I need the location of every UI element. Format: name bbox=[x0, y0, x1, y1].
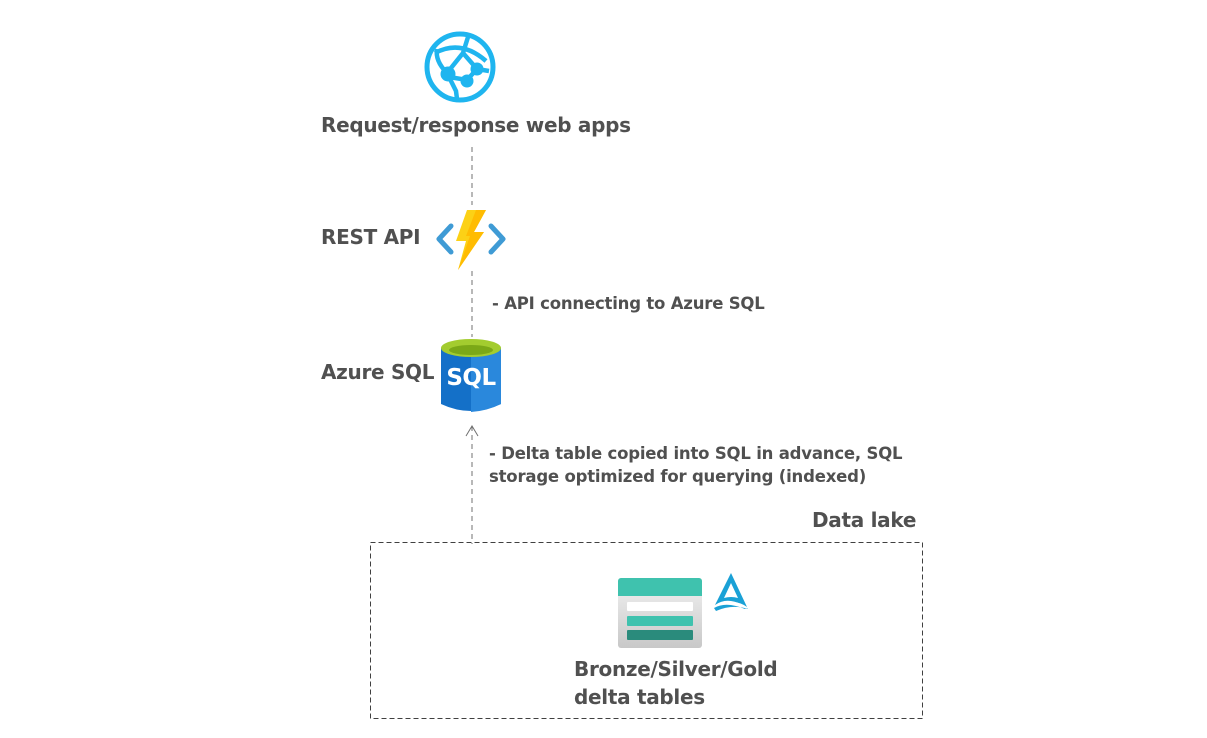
web-app-globe-icon bbox=[423, 31, 497, 103]
azure-functions-icon bbox=[436, 208, 506, 272]
edge-lake-to-sql-annotation-line1: - Delta table copied into SQL in advance… bbox=[489, 444, 903, 463]
azure-sql-label: Azure SQL bbox=[321, 360, 435, 384]
edge-api-to-sql-annotation: - API connecting to Azure SQL bbox=[492, 294, 765, 313]
edge-webapps-to-api bbox=[471, 147, 473, 205]
sql-database-icon: SQL bbox=[440, 338, 502, 414]
delta-tables-label-line2: delta tables bbox=[574, 685, 705, 709]
data-lake-group-label: Data lake bbox=[812, 508, 917, 532]
storage-table-icon bbox=[617, 577, 703, 649]
data-lake-group-box bbox=[370, 542, 923, 719]
edge-api-to-sql bbox=[471, 271, 473, 337]
data-lake-delta-icon bbox=[712, 571, 750, 611]
delta-tables-label-line1: Bronze/Silver/Gold bbox=[574, 657, 778, 681]
edge-lake-to-sql-annotation-line2: storage optimized for querying (indexed) bbox=[489, 467, 867, 486]
rest-api-label: REST API bbox=[321, 225, 421, 249]
sql-icon-text: SQL bbox=[446, 365, 496, 391]
web-apps-label: Request/response web apps bbox=[321, 113, 631, 137]
edge-lake-to-sql bbox=[464, 424, 480, 544]
